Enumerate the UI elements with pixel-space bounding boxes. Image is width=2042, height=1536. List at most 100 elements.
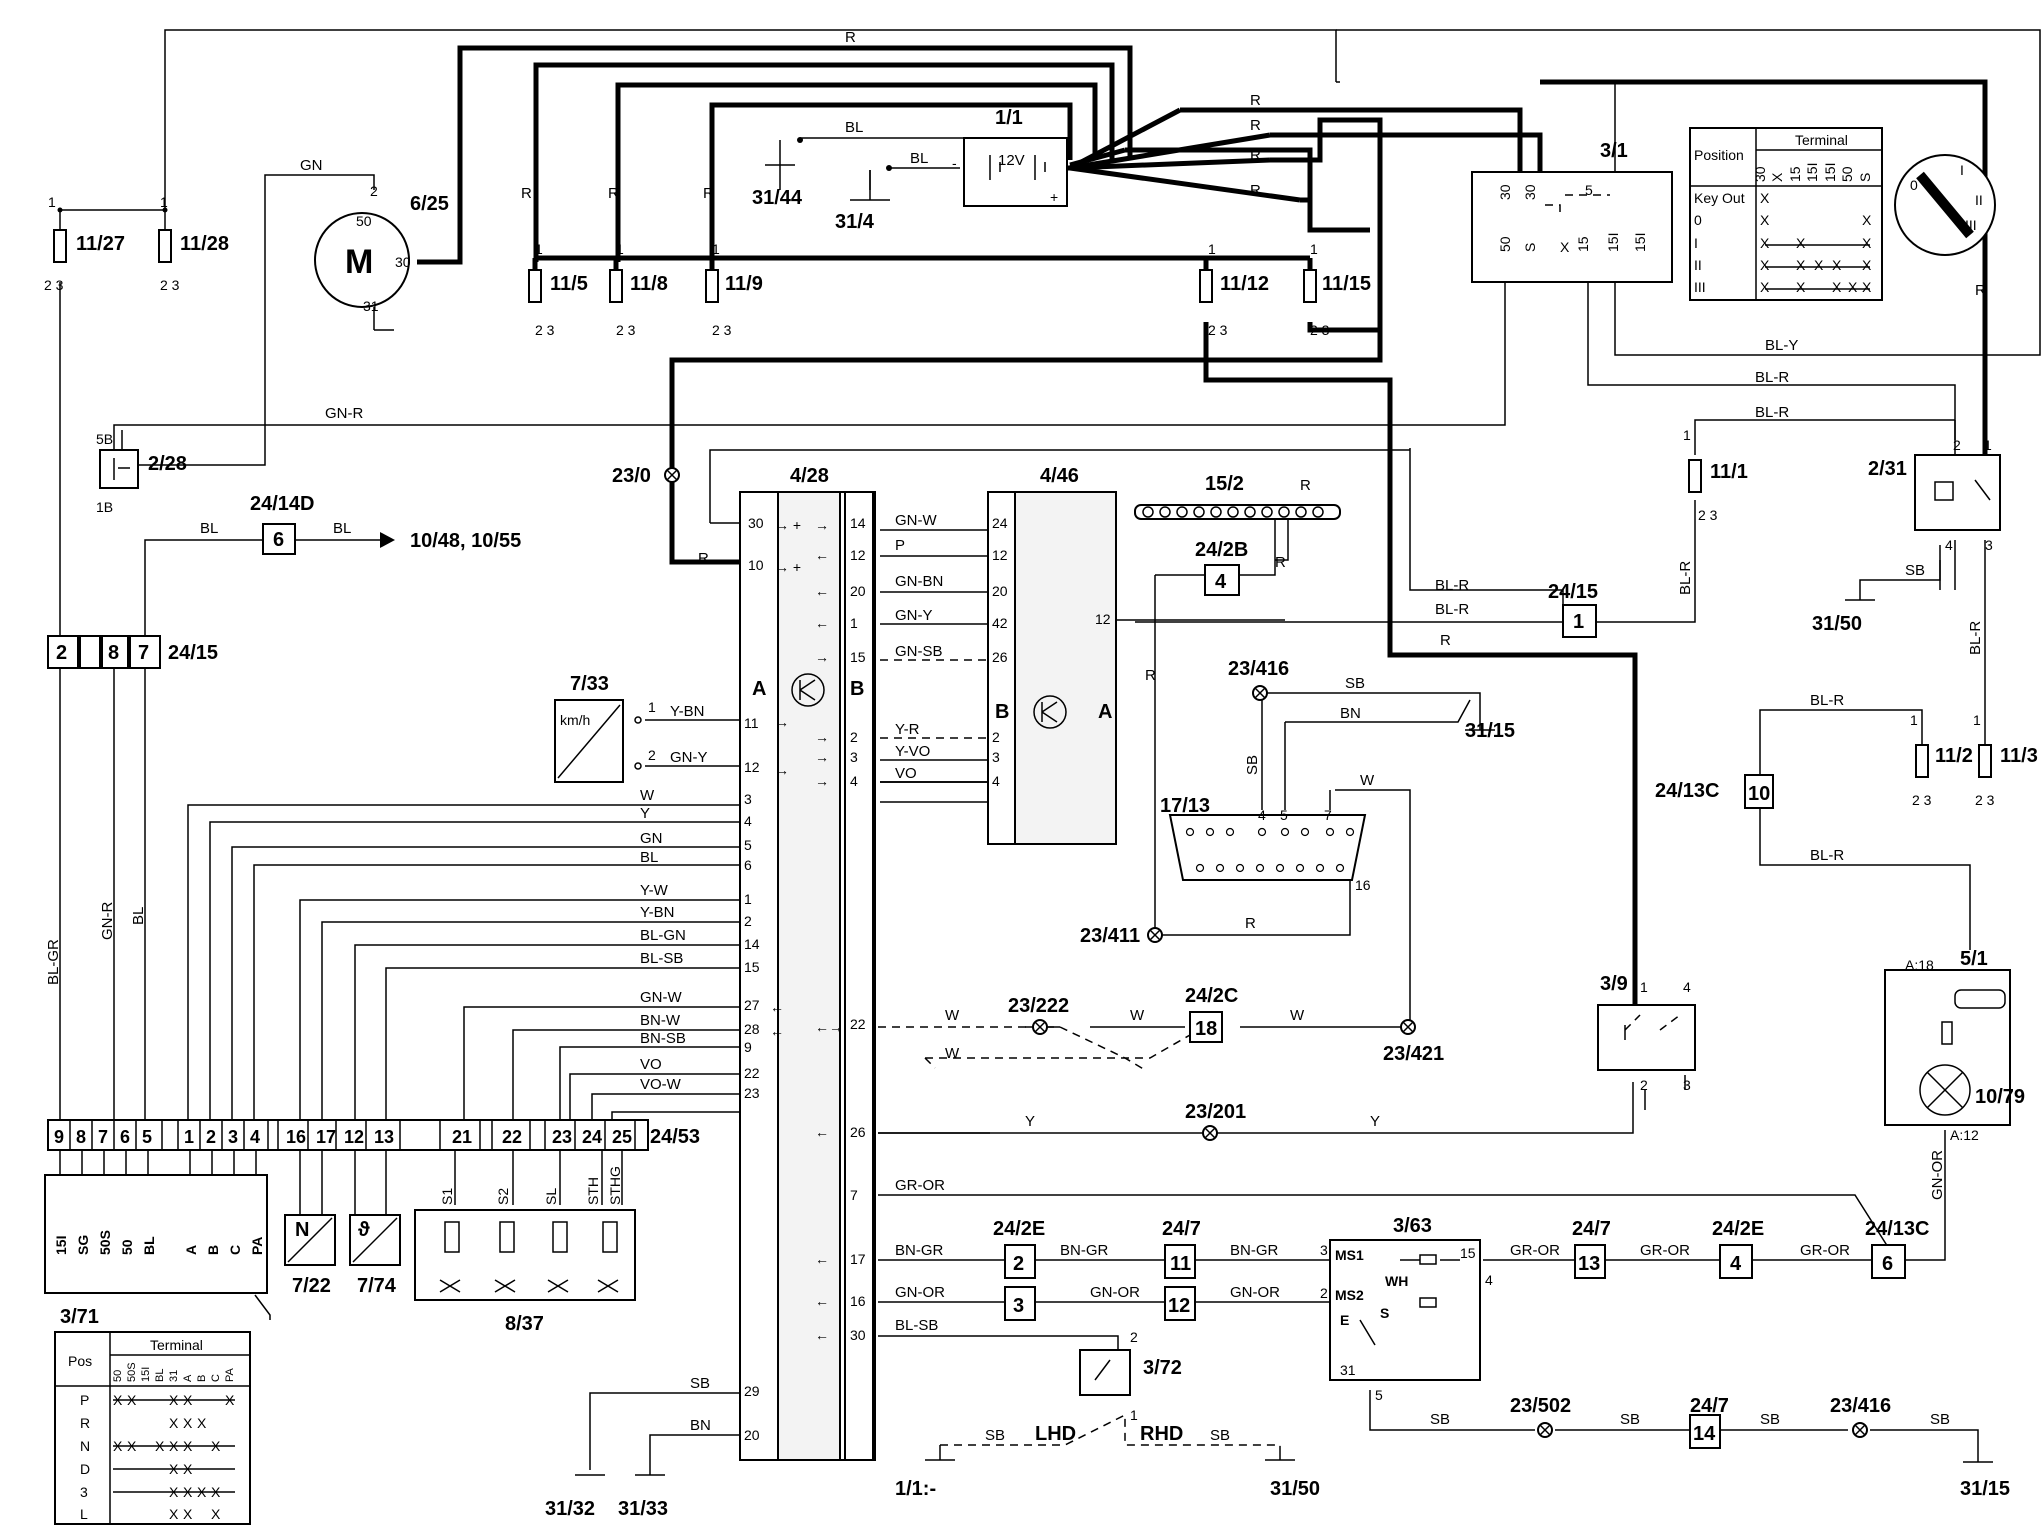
svg-text:50: 50	[1839, 166, 1855, 182]
label-8-37: 8/37	[505, 1313, 544, 1335]
gear-table-title: Terminal	[150, 1337, 203, 1353]
svg-text:←: ←	[815, 1124, 829, 1140]
svg-text:30: 30	[395, 254, 411, 270]
svg-text:GN-SB: GN-SB	[895, 643, 943, 660]
label-1-1b: 1/1:-	[895, 1478, 936, 1500]
svg-text:BL-R: BL-R	[1967, 621, 1984, 655]
svg-text:ϑ: ϑ	[358, 1219, 370, 1241]
svg-text:BN-GR: BN-GR	[895, 1242, 944, 1259]
svg-text:4: 4	[1485, 1272, 1493, 1288]
svg-text:31: 31	[1340, 1362, 1356, 1378]
label-17-13: 17/13	[1160, 795, 1210, 817]
battery-1-1: 1/1 12V - +	[952, 107, 1068, 207]
fuse-11-5: 1 2 3 11/5	[528, 241, 588, 338]
svg-text:15I: 15I	[1605, 233, 1621, 252]
svg-text:-: -	[952, 155, 957, 171]
svg-text:BL: BL	[640, 849, 658, 866]
rhd-label: RHD	[1140, 1423, 1183, 1445]
svg-text:X: X	[1862, 235, 1872, 251]
svg-text:5: 5	[744, 837, 752, 853]
wire-labels-4-28-4-46: GN-W P GN-BN GN-Y GN-SB Y-R Y-VO VO	[895, 512, 943, 782]
fuse-11-1: 1 2 3 11/1	[1683, 427, 1748, 523]
splice-23-421: 23/421	[1383, 1019, 1444, 1065]
wire-r-9: R	[698, 550, 709, 567]
label-7-22: 7/22	[292, 1275, 331, 1297]
svg-text:X: X	[1760, 279, 1770, 295]
svg-text:3: 3	[1683, 1077, 1691, 1093]
wire-r-12: R	[1440, 632, 1451, 649]
svg-text:11: 11	[1170, 1253, 1191, 1275]
svg-text:X: X	[211, 1506, 221, 1522]
svg-text:14: 14	[1693, 1423, 1716, 1445]
svg-text:50: 50	[1497, 236, 1513, 252]
svg-text:Y-BN: Y-BN	[670, 703, 704, 720]
svg-text:GN-W: GN-W	[895, 512, 937, 529]
svg-text:Y: Y	[1025, 1113, 1035, 1130]
label-31-44: 31/44	[752, 187, 803, 209]
connector-24-2c: 18 24/2C	[1185, 985, 1238, 1043]
svg-text:15: 15	[1460, 1245, 1476, 1261]
svg-text:16: 16	[850, 1293, 866, 1309]
svg-text:GR-OR: GR-OR	[895, 1177, 945, 1194]
label-2-31: 2/31	[1868, 458, 1907, 480]
svg-text:6: 6	[744, 857, 752, 873]
label-24-13c-upper: 24/13C	[1655, 780, 1720, 802]
module-4-28-arrows: → + → + → → → ← ← ← → → → → ← ← ←→ ← ← ←…	[770, 517, 843, 1343]
svg-text:VO: VO	[895, 765, 917, 782]
svg-text:1: 1	[1208, 241, 1216, 257]
svg-text:7: 7	[98, 1127, 108, 1147]
svg-text:2: 2	[206, 1127, 216, 1147]
svg-text:X: X	[169, 1506, 179, 1522]
svg-text:5: 5	[1585, 182, 1593, 198]
svg-text:23: 23	[744, 1085, 760, 1101]
wire-r-2: R	[1250, 117, 1261, 134]
label-11-9: 11/9	[725, 273, 763, 295]
solenoid-block-8-37: S1 S2 SL STH STHG 8/37	[414, 1166, 636, 1335]
svg-text:P: P	[80, 1392, 89, 1408]
svg-text:15I: 15I	[1804, 163, 1820, 182]
svg-text:X: X	[1760, 235, 1770, 251]
svg-text:3: 3	[80, 1484, 88, 1500]
svg-text:3: 3	[1320, 1242, 1328, 1258]
svg-text:→: →	[775, 762, 789, 778]
svg-text:4: 4	[1730, 1253, 1742, 1275]
svg-text:X: X	[1760, 212, 1770, 228]
svg-text:4: 4	[1215, 571, 1227, 593]
wire-bl-gr: BL-GR	[45, 939, 62, 985]
label-7-74: 7/74	[357, 1275, 397, 1297]
wire-r-5: R	[521, 185, 532, 202]
svg-text:GN-BN: GN-BN	[895, 573, 943, 590]
svg-text:SB: SB	[1905, 562, 1925, 579]
sensor-7-22: N 7/22	[284, 1214, 336, 1297]
svg-text:I: I	[1960, 162, 1964, 178]
svg-text:12: 12	[992, 547, 1008, 563]
label-10-79: 10/79	[1975, 1086, 2025, 1108]
wire-r-11: R	[1275, 554, 1286, 571]
wire-bl-4: BL	[333, 520, 351, 537]
svg-text:7: 7	[138, 642, 149, 664]
svg-text:2: 2	[992, 729, 1000, 745]
svg-text:1: 1	[535, 241, 543, 257]
svg-text:1: 1	[1910, 712, 1918, 728]
label-23-0: 23/0	[612, 465, 651, 487]
fuse-11-27: 1 2 3 11/27	[44, 194, 125, 293]
fuse-11-28: 1 2 3 11/28	[158, 194, 229, 293]
svg-text:12: 12	[344, 1127, 364, 1147]
svg-text:BL-R: BL-R	[1810, 847, 1844, 864]
svg-text:SB: SB	[1760, 1411, 1780, 1428]
connector-24-15-left: 2 8 7 24/15 BL-GR GN-R BL	[45, 635, 218, 985]
svg-text:15: 15	[850, 649, 866, 665]
svg-text:W: W	[945, 1045, 960, 1062]
svg-text:←: ←	[770, 1023, 784, 1039]
label-7-33: 7/33	[570, 673, 609, 695]
svg-text:GR-OR: GR-OR	[1510, 1242, 1560, 1259]
svg-text:15I: 15I	[1632, 233, 1648, 252]
svg-text:4: 4	[1945, 537, 1953, 553]
svg-text:30: 30	[1522, 184, 1538, 200]
svg-text:14: 14	[744, 936, 760, 952]
svg-text:1: 1	[1310, 241, 1318, 257]
instrument-5-1: 5/1 A:18 A:12 10/79 GN-OR	[1884, 948, 2025, 1200]
svg-text:42: 42	[992, 615, 1008, 631]
wire-r-13: R	[1145, 667, 1156, 684]
